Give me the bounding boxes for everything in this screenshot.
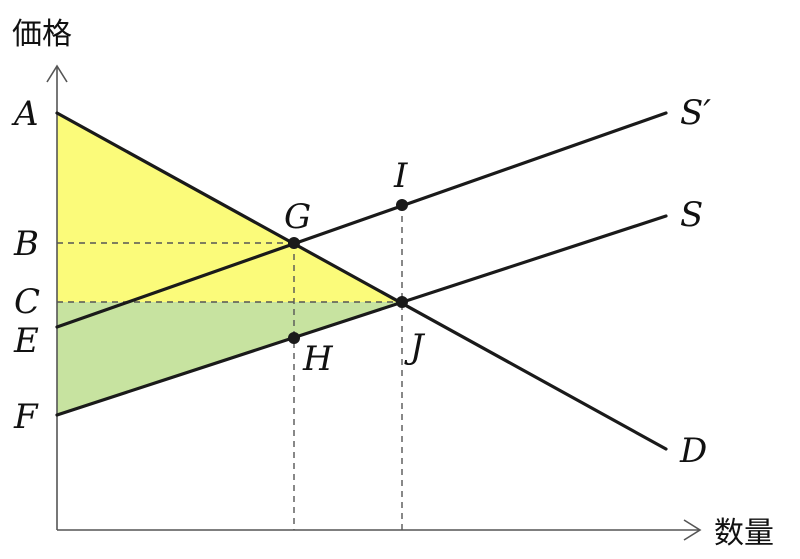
label-supply: S: [680, 195, 703, 235]
demand-line: [55, 111, 668, 451]
x-axis-arrowhead: [683, 519, 702, 541]
label-shifted-supply: S′: [680, 93, 711, 133]
point-i: [396, 199, 408, 211]
x-axis-title: 数量: [714, 516, 774, 551]
y-axis-title: 価格: [12, 17, 72, 52]
label-j: J: [404, 327, 426, 367]
point-g: [288, 237, 300, 249]
label-demand: D: [679, 431, 707, 471]
shifted-supply-line: [55, 111, 668, 329]
point-j: [396, 296, 408, 308]
label-c: C: [14, 282, 40, 322]
label-f: F: [13, 397, 39, 437]
label-a: A: [11, 94, 39, 134]
y-axis-arrowhead: [46, 64, 68, 83]
label-i: I: [393, 156, 408, 196]
label-g: G: [284, 197, 311, 237]
label-h: H: [302, 339, 334, 379]
label-e: E: [13, 321, 39, 361]
label-b: B: [13, 224, 39, 264]
supply-line: [55, 214, 668, 417]
point-h: [288, 332, 300, 344]
